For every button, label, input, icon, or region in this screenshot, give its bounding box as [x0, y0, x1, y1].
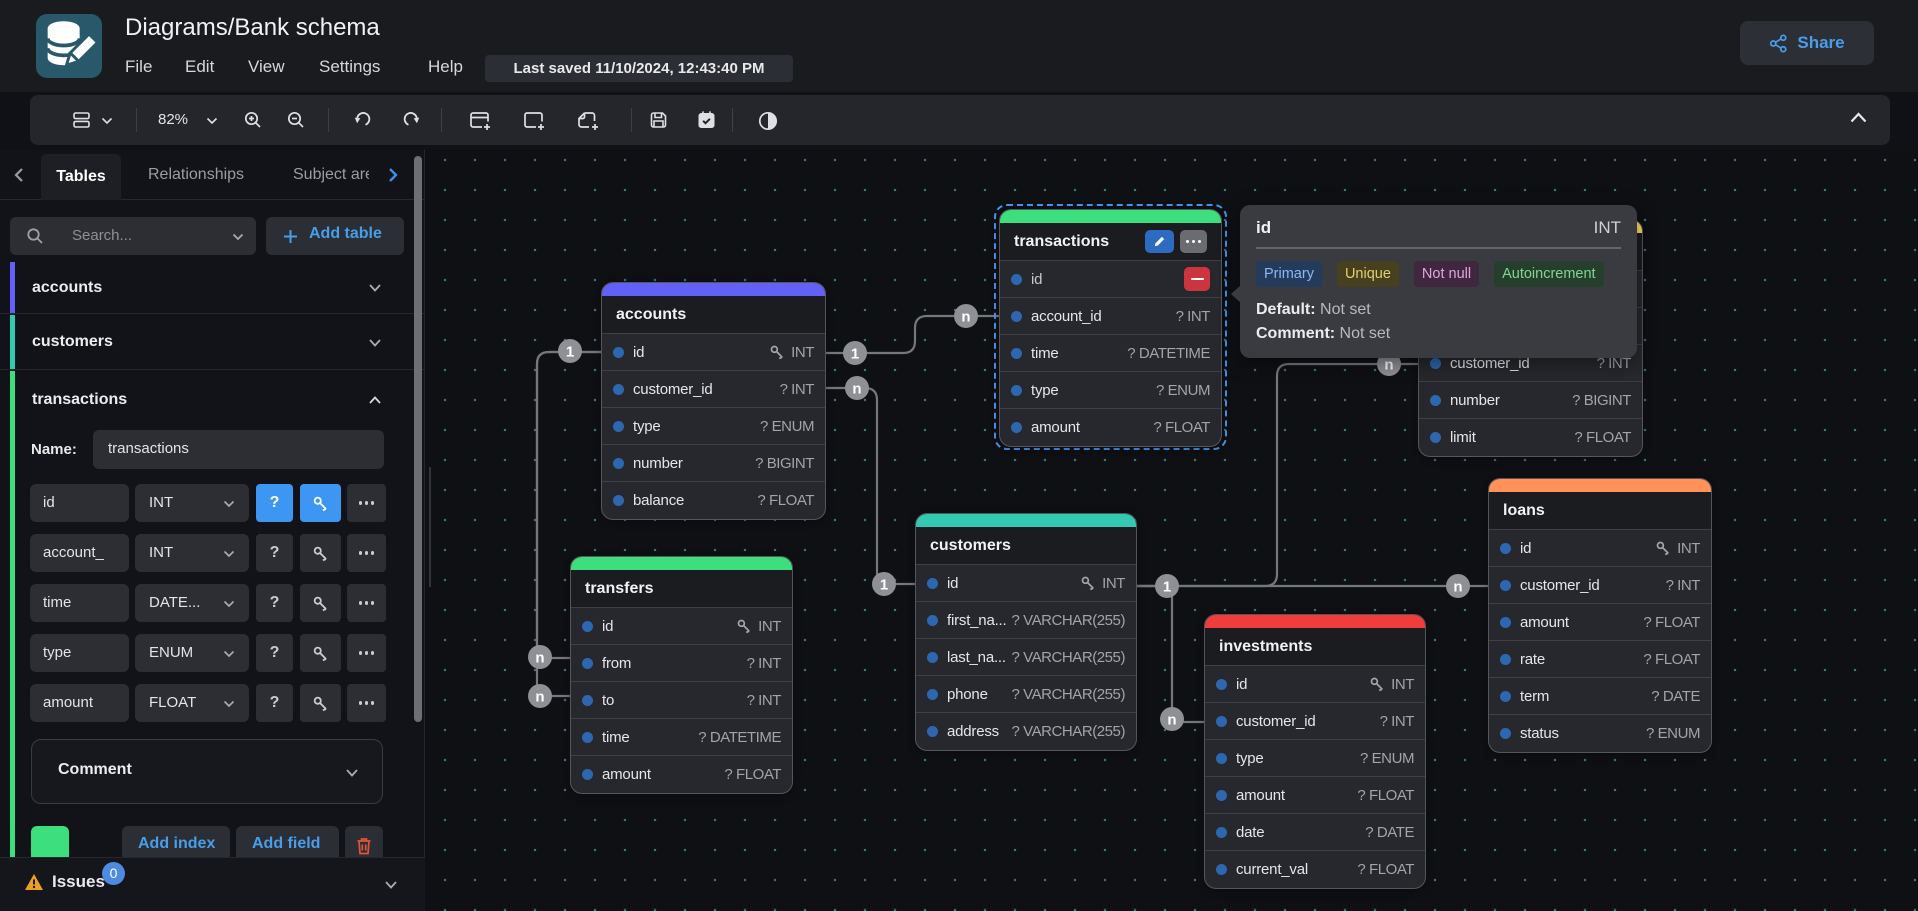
svg-text:n: n — [535, 689, 544, 706]
svg-text:n: n — [961, 309, 970, 326]
svg-text:n: n — [852, 381, 861, 398]
svg-text:1: 1 — [1163, 579, 1171, 596]
svg-text:n: n — [1167, 712, 1176, 729]
svg-text:1: 1 — [851, 346, 859, 363]
svg-text:n: n — [1384, 357, 1393, 374]
svg-text:1: 1 — [566, 344, 574, 361]
svg-text:n: n — [1453, 579, 1462, 596]
svg-text:1: 1 — [880, 577, 888, 594]
svg-text:n: n — [535, 650, 544, 667]
